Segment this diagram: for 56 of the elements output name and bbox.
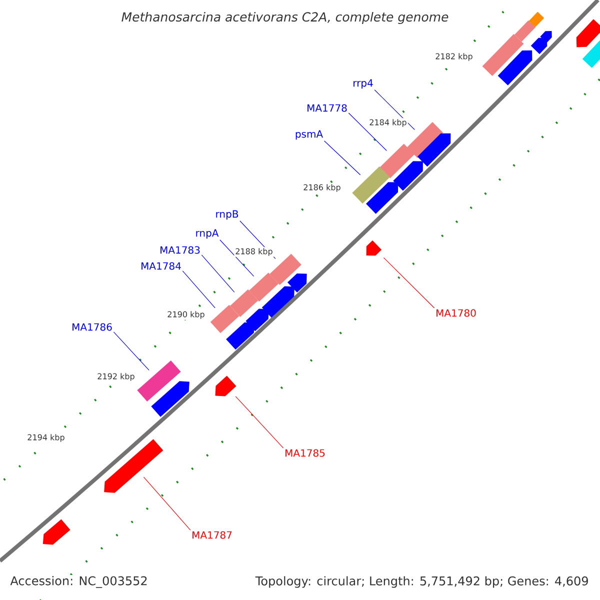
- gene-feature: [366, 240, 382, 256]
- leader-line: [113, 332, 150, 370]
- gene-label: rrp4: [354, 79, 373, 89]
- gene-label: rnpB: [216, 210, 238, 220]
- gene-label: MA1785: [286, 449, 325, 457]
- tick-label: 2192 kbp: [96, 372, 136, 382]
- gene-feature: [262, 286, 294, 318]
- tick-label: 2184 kbp: [368, 118, 408, 128]
- gene-feature: [287, 273, 307, 293]
- gene-label: MA1778: [308, 104, 347, 112]
- gene-feature: [215, 376, 236, 396]
- gene-feature: [530, 38, 548, 54]
- footer-text: Accession: NC_003552: [9, 575, 149, 589]
- gene-label: MA1783: [160, 246, 200, 254]
- gene-box: [482, 34, 524, 76]
- tick-label: 2182 kbp: [434, 52, 474, 62]
- gene-box: [210, 304, 240, 334]
- gene-box: [380, 144, 414, 178]
- gene-feature: [366, 182, 398, 214]
- gene-label: MA1786: [72, 323, 112, 331]
- tick-label: 2194 kbp: [26, 433, 66, 443]
- gene-label: MA1784: [142, 262, 181, 270]
- leader-line: [324, 140, 361, 176]
- gene-feature: [226, 322, 254, 350]
- leader-line: [348, 112, 387, 151]
- gene-feature: [417, 133, 451, 167]
- gene-box: [137, 360, 181, 402]
- gene-label: MA1787: [192, 531, 232, 539]
- tick-label: 2186 kbp: [302, 183, 342, 193]
- gene-label: MA1780: [436, 309, 476, 317]
- leader-line: [374, 90, 415, 130]
- tick-label: 2190 kbp: [166, 310, 206, 320]
- gene-label: rnpA: [196, 229, 219, 239]
- leader-line: [220, 240, 254, 277]
- gene-box: [230, 289, 258, 317]
- gene-feature: [246, 308, 269, 332]
- tick-label: 2188 kbp: [234, 247, 274, 257]
- gene-feature: [393, 161, 423, 191]
- gene-feature: [498, 50, 532, 86]
- gene-feature: [151, 381, 190, 417]
- gene-label: psmA: [296, 130, 323, 140]
- gene-box: [406, 122, 444, 158]
- leader-line: [201, 254, 235, 292]
- leader-line: [383, 257, 435, 308]
- leader-line: [235, 396, 284, 448]
- gene-box: [582, 40, 600, 68]
- gene-feature: [576, 19, 600, 48]
- gene-feature: [42, 519, 70, 545]
- title: Methanosarcina acetivorans C2A, complete genome: [122, 12, 448, 24]
- gene-feature: [104, 439, 164, 493]
- footer-text: Topology: circular; Length: 5,751,492 bp; Genes: 4,609: [254, 575, 590, 589]
- gene-box: [352, 166, 390, 204]
- gene-box: [248, 272, 279, 302]
- leader-line: [182, 270, 216, 308]
- leader-line: [143, 476, 191, 530]
- gene-box: [514, 20, 536, 42]
